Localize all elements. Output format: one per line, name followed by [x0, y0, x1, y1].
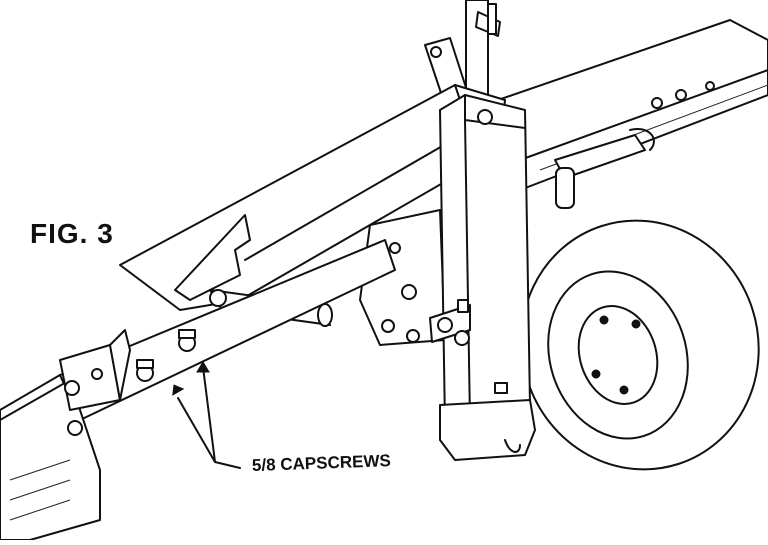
lower-beam [0, 239, 396, 541]
capscrew-front [136, 359, 154, 382]
capscrew-rear [178, 329, 196, 352]
figure-label: FIG. 3 [30, 218, 114, 249]
callout-arrows [172, 361, 241, 469]
capscrew-pair [136, 329, 196, 382]
wheel-and-tire [520, 219, 760, 471]
vertical-post [429, 94, 536, 461]
